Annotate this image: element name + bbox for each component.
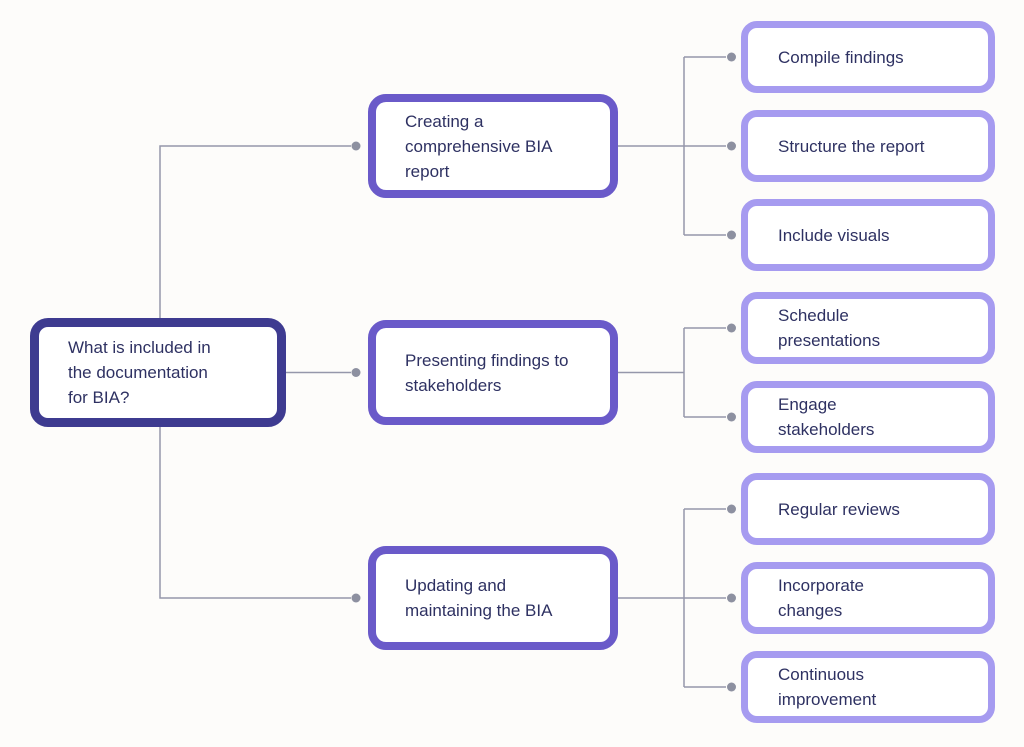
connector-dot <box>727 52 736 62</box>
node-label: Presenting findings to stakeholders <box>405 350 569 395</box>
connector-dot <box>351 593 361 603</box>
node-leaf-schedule-presentations[interactable]: Schedule presentations <box>741 292 995 364</box>
node-label: Incorporate changes <box>778 576 864 620</box>
node-leaf-structure-report[interactable]: Structure the report <box>741 110 995 182</box>
connector-dot <box>351 368 361 377</box>
node-label: Schedule presentations <box>778 306 881 350</box>
node-root-question[interactable]: What is included in the documentation fo… <box>30 318 286 427</box>
connector-branch2-leaves <box>618 327 726 418</box>
node-branch-presenting-findings[interactable]: Presenting findings to stakeholders <box>368 320 618 425</box>
connector-dot <box>727 323 736 333</box>
connector-dot <box>727 230 736 240</box>
node-label: Include visuals <box>778 225 890 245</box>
node-branch-creating-report[interactable]: Creating a comprehensive BIA report <box>368 94 618 198</box>
node-label: What is included in the documentation fo… <box>68 338 211 407</box>
node-label: Updating and maintaining the BIA <box>405 576 553 620</box>
node-leaf-incorporate-changes[interactable]: Incorporate changes <box>741 562 995 634</box>
node-leaf-continuous-improvement[interactable]: Continuous improvement <box>741 651 995 723</box>
node-label: Creating a comprehensive BIA report <box>405 111 552 181</box>
connector-dot <box>351 141 361 151</box>
node-leaf-engage-stakeholders[interactable]: Engage stakeholders <box>741 381 995 453</box>
node-label: Engage stakeholders <box>778 395 875 439</box>
connector-branch3-leaves <box>618 508 726 688</box>
connector-root-branch3 <box>159 427 351 599</box>
node-label: Compile findings <box>778 47 904 67</box>
connector-dot <box>727 593 736 603</box>
node-label: Regular reviews <box>778 499 900 519</box>
connector-branch1-leaves <box>618 56 726 236</box>
node-leaf-include-visuals[interactable]: Include visuals <box>741 199 995 271</box>
connector-dot <box>727 504 736 514</box>
node-leaf-regular-reviews[interactable]: Regular reviews <box>741 473 995 545</box>
node-leaf-compile-findings[interactable]: Compile findings <box>741 21 995 93</box>
connector-dot <box>727 412 736 422</box>
connector-dot <box>727 682 736 692</box>
node-branch-updating-bia[interactable]: Updating and maintaining the BIA <box>368 546 618 650</box>
node-label: Continuous improvement <box>778 665 877 709</box>
node-label: Structure the report <box>778 136 925 156</box>
connector-dot <box>727 141 736 151</box>
connector-root-branch1 <box>159 145 351 318</box>
